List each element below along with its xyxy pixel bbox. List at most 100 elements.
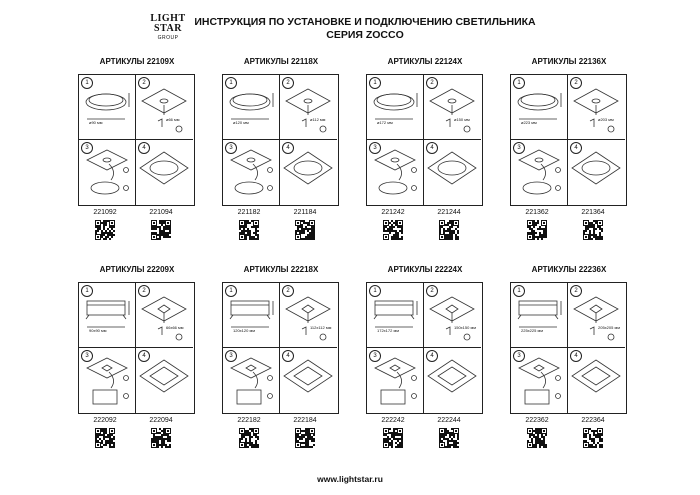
step-4-panel: 4 xyxy=(424,348,481,413)
qr-code[interactable] xyxy=(239,428,259,448)
dimension-label: ø223 мм xyxy=(521,120,537,125)
step-number: 2 xyxy=(282,77,294,89)
qr-code[interactable] xyxy=(95,428,115,448)
dimension-label: ø150 мм xyxy=(454,117,470,122)
step-number: 2 xyxy=(570,285,582,297)
step-2-panel: 2 ø66 мм xyxy=(136,75,193,140)
article-code: 221242 xyxy=(381,209,405,216)
qr-code[interactable] xyxy=(439,220,459,240)
step-4-panel: 4 xyxy=(136,140,193,205)
dimension-label: 90х90 мм xyxy=(89,328,107,333)
article-code: 221364 xyxy=(581,209,605,216)
step-number: 4 xyxy=(570,350,582,362)
step-number: 1 xyxy=(369,285,381,297)
dimension-label: 205х205 мм xyxy=(598,325,620,330)
article-code: 222242 xyxy=(381,417,405,424)
step-2-panel: 2 ø150 мм xyxy=(424,75,481,140)
dimension-label: 112х112 мм xyxy=(310,325,332,330)
step-number: 1 xyxy=(369,77,381,89)
dimension-label: 225х225 мм xyxy=(521,328,543,333)
qr-code[interactable] xyxy=(583,428,603,448)
qr-code[interactable] xyxy=(95,220,115,240)
article-code: 222094 xyxy=(149,417,173,424)
qr-code[interactable] xyxy=(383,220,403,240)
step-number: 4 xyxy=(282,142,294,154)
article-code: 222184 xyxy=(293,417,317,424)
step-number: 3 xyxy=(81,142,93,154)
column-header: АРТИКУЛЫ 22124X xyxy=(387,57,463,66)
dimension-label: 66х66 мм xyxy=(166,325,184,330)
article-code: 222092 xyxy=(93,417,117,424)
step-3-panel: 3 xyxy=(511,348,568,413)
qr-code[interactable] xyxy=(383,428,403,448)
step-number: 4 xyxy=(426,142,438,154)
qr-code[interactable] xyxy=(583,220,603,240)
step-3-panel: 3 xyxy=(223,348,280,413)
dimension-label: ø66 мм xyxy=(166,117,180,122)
step-number: 1 xyxy=(513,77,525,89)
step-4-panel: 4 xyxy=(568,140,625,205)
qr-code[interactable] xyxy=(295,428,315,448)
step-number: 2 xyxy=(426,77,438,89)
dimension-label: ø203 мм xyxy=(598,117,614,122)
qr-code[interactable] xyxy=(151,220,171,240)
step-number: 2 xyxy=(570,77,582,89)
article-code: 221184 xyxy=(293,209,317,216)
qr-code[interactable] xyxy=(527,428,547,448)
qr-code[interactable] xyxy=(151,428,171,448)
article-code: 221092 xyxy=(93,209,117,216)
column-header: АРТИКУЛЫ 22109X xyxy=(99,57,175,66)
qr-code[interactable] xyxy=(439,428,459,448)
step-number: 2 xyxy=(426,285,438,297)
step-number: 4 xyxy=(570,142,582,154)
title-line-1: ИНСТРУКЦИЯ ПО УСТАНОВКЕ И ПОДКЛЮЧЕНИЮ СВ… xyxy=(194,16,536,28)
step-2-panel: 2 ø203 мм xyxy=(568,75,625,140)
column-header: АРТИКУЛЫ 22224X xyxy=(387,265,463,274)
dimension-label: ø90 мм xyxy=(89,120,103,125)
qr-code[interactable] xyxy=(527,220,547,240)
step-2-panel: 2 205х205 мм xyxy=(568,283,625,348)
qr-code[interactable] xyxy=(239,220,259,240)
step-number: 2 xyxy=(282,285,294,297)
column-header: АРТИКУЛЫ 22136X xyxy=(531,57,607,66)
website-link[interactable]: www.lightstar.ru xyxy=(317,474,383,484)
step-2-panel: 2 112х112 мм xyxy=(280,283,337,348)
dimension-label: 120х120 мм xyxy=(233,328,255,333)
step-3-panel: 3 xyxy=(511,140,568,205)
step-3-panel: 3 xyxy=(367,348,424,413)
article-code: 222362 xyxy=(525,417,549,424)
step-3-panel: 3 xyxy=(367,140,424,205)
step-4-panel: 4 xyxy=(280,348,337,413)
step-number: 3 xyxy=(513,350,525,362)
article-codes: 221242 221244 xyxy=(366,209,481,245)
article-code: 221244 xyxy=(437,209,461,216)
step-number: 1 xyxy=(81,77,93,89)
step-number: 2 xyxy=(138,77,150,89)
step-4-panel: 4 xyxy=(280,140,337,205)
step-number: 3 xyxy=(369,350,381,362)
qr-code[interactable] xyxy=(295,220,315,240)
step-number: 4 xyxy=(138,350,150,362)
step-number: 3 xyxy=(81,350,93,362)
column-header: АРТИКУЛЫ 22209X xyxy=(99,265,175,274)
